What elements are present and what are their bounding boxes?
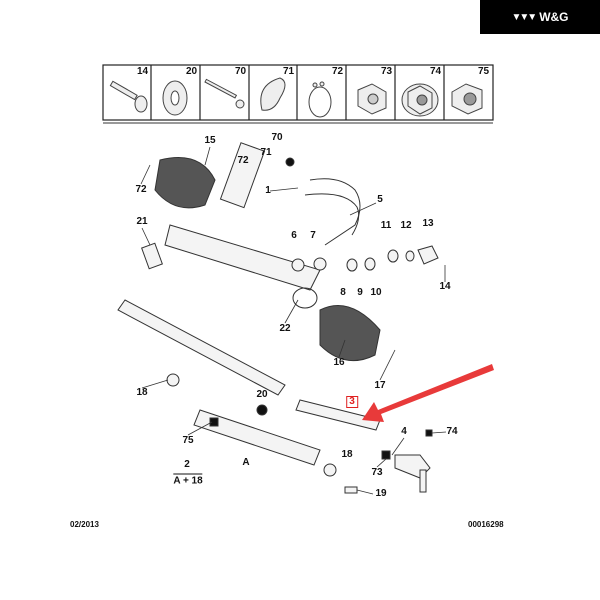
small-parts [141, 242, 439, 494]
legend-num-70: 70 [235, 66, 247, 77]
tie-rod-end [394, 454, 431, 493]
callout-2: 2 [184, 459, 190, 470]
brand-name: W&G [539, 10, 569, 24]
callout-18: 18 [341, 449, 353, 460]
bolt-icon [109, 80, 148, 113]
footer-reference: 00016298 [468, 520, 504, 529]
legend-num-71: 71 [283, 66, 295, 77]
callout-12: 12 [400, 220, 412, 231]
callout-11: 11 [380, 220, 392, 231]
pinion-pipes [304, 178, 361, 246]
callout-A: A [242, 457, 250, 468]
callout-1: 1 [265, 185, 271, 196]
legend-num-74: 74 [430, 66, 442, 77]
callout-20: 20 [256, 389, 268, 400]
callout-8: 8 [340, 287, 346, 298]
callout-19: 19 [375, 488, 387, 499]
legend-num-72: 72 [332, 66, 344, 77]
legend-num-20: 20 [186, 66, 198, 77]
rack-tube [117, 299, 286, 396]
callout-71: 71 [260, 147, 272, 158]
callout-9: 9 [357, 287, 363, 298]
callout-21: 21 [136, 216, 148, 227]
callout-16: 16 [333, 357, 345, 368]
callout-10: 10 [370, 287, 382, 298]
callout-13: 13 [422, 218, 434, 229]
callout-15: 15 [204, 135, 216, 146]
callout-A-plus-18: A + 18 [173, 473, 203, 487]
nut-icon [357, 83, 387, 115]
callout-74: 74 [446, 426, 458, 437]
callout-72: 72 [135, 184, 147, 195]
callout-72: 72 [237, 155, 249, 166]
boot-left [154, 157, 216, 209]
callout-70: 70 [271, 132, 283, 143]
brand-badge: ▼▼▼ W&G [480, 0, 600, 34]
lock-nut-icon [451, 83, 483, 115]
callout-75: 75 [182, 435, 194, 446]
legend-num-75: 75 [478, 66, 490, 77]
callout-17: 17 [374, 380, 386, 391]
cam-washer-icon [260, 77, 286, 111]
callout-18: 18 [136, 387, 148, 398]
steering-rack-housing [164, 142, 321, 291]
callout-14: 14 [439, 281, 451, 292]
washer-icon [162, 80, 188, 116]
tie-rod-assembly-A [193, 399, 381, 466]
highlight-arrow [362, 364, 494, 422]
leader-lines [140, 146, 447, 495]
callout-22: 22 [279, 323, 291, 334]
callout-4: 4 [401, 426, 407, 437]
callout-7: 7 [310, 230, 316, 241]
legend-num-14: 14 [137, 66, 149, 77]
callout-73: 73 [371, 467, 383, 478]
clip-ring-icon [308, 81, 332, 118]
callout-6: 6 [291, 230, 297, 241]
brand-logo-icon: ▼▼▼ [511, 11, 537, 23]
flange-nut-icon [401, 83, 439, 117]
callout-3-highlighted: 3 [346, 396, 358, 408]
legend-num-73: 73 [381, 66, 393, 77]
footer-date: 02/2013 [70, 520, 99, 529]
screw-icon [204, 78, 245, 109]
boot-right [319, 305, 381, 362]
legend-strip-frame [102, 64, 494, 124]
callout-5: 5 [377, 194, 383, 205]
